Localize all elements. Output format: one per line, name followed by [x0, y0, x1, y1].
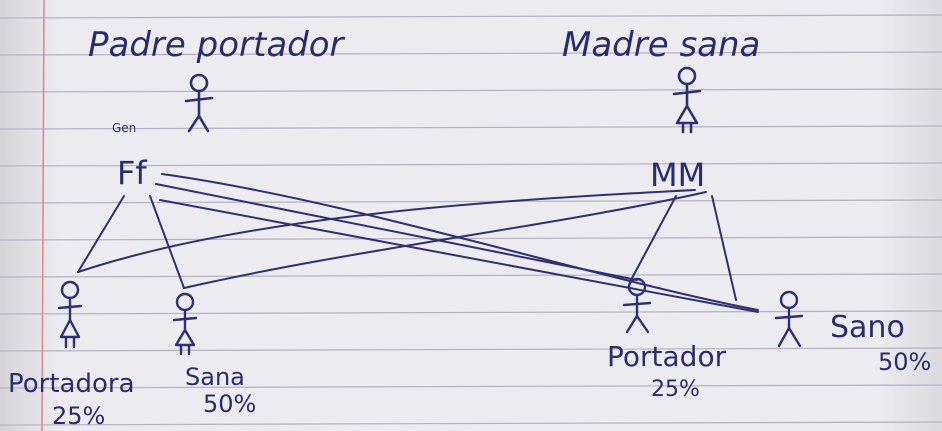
cross-line	[161, 173, 759, 311]
child-figure-girl-1	[57, 280, 83, 349]
cross-line	[77, 195, 125, 273]
child-figure-boy-2	[774, 290, 804, 348]
cross-line	[711, 195, 737, 301]
mother-figure	[672, 66, 702, 134]
cross-lines	[77, 173, 759, 313]
cross-line	[159, 199, 759, 313]
child-label-sano: Sano	[830, 310, 905, 345]
cross-line	[77, 189, 696, 273]
child-label-portadora: Portadora	[8, 369, 135, 399]
child-label-portador: Portador	[607, 340, 727, 373]
cross-line	[630, 195, 677, 281]
father-figure	[184, 73, 214, 133]
ruled-lines	[0, 14, 942, 426]
cross-line	[183, 191, 707, 289]
father-title: Padre portador	[88, 25, 346, 65]
child-pct-sano: 50%	[878, 348, 931, 376]
child-pct-portadora: 25%	[52, 402, 105, 430]
child-figure-boy-1	[622, 277, 652, 334]
child-figure-girl-2	[172, 292, 198, 356]
cross-line	[155, 183, 638, 281]
child-label-sana: Sana	[185, 363, 245, 391]
mother-genotype: MM	[650, 156, 705, 194]
margin-line	[41, 0, 45, 431]
cross-line	[149, 195, 185, 289]
mother-title: Madre sana	[562, 25, 760, 65]
father-genotype: Ff	[117, 154, 147, 192]
child-pct-portador: 25%	[651, 377, 700, 402]
child-pct-sana: 50%	[203, 390, 256, 418]
gene-note: Gen	[112, 121, 136, 135]
